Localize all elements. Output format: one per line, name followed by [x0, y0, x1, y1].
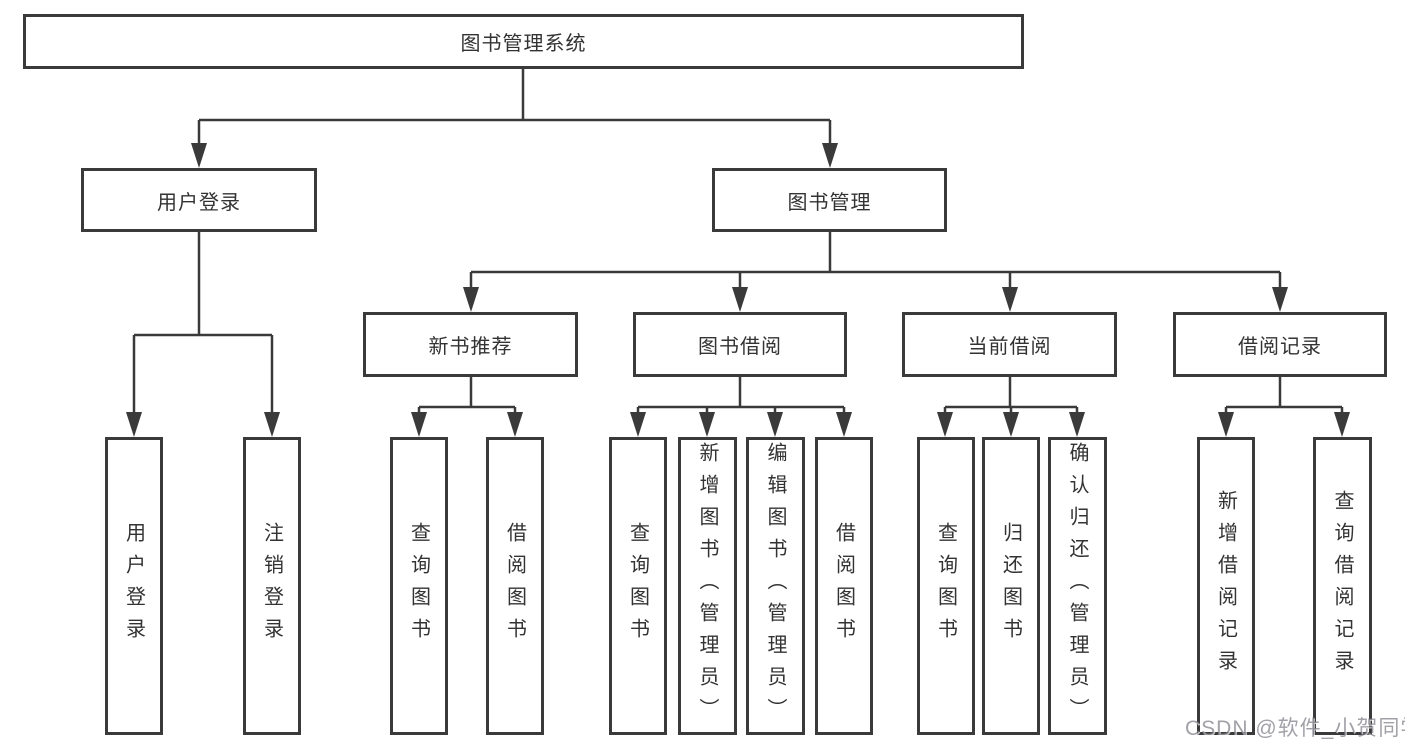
node-current-borrow: 当前借阅	[902, 312, 1117, 377]
node-leaf-add-borrow-record: 新增借阅记录	[1197, 437, 1255, 735]
node-leaf-add-books-admin: 新增图书（管理员）	[678, 437, 737, 735]
node-leaf-user-login: 用户登录	[105, 437, 163, 735]
node-library-management-system: 图书管理系统	[23, 14, 1024, 69]
node-leaf-query-books-recommend: 查询图书	[390, 437, 448, 735]
node-leaf-logout: 注销登录	[243, 437, 301, 735]
node-leaf-edit-books-admin: 编辑图书（管理员）	[746, 437, 805, 735]
node-leaf-return-books: 归还图书	[982, 437, 1040, 735]
node-user-login: 用户登录	[81, 168, 317, 232]
node-borrow-records: 借阅记录	[1173, 312, 1387, 377]
node-leaf-confirm-return-admin: 确认归还（管理员）	[1048, 437, 1107, 735]
node-book-management: 图书管理	[712, 168, 947, 232]
node-new-book-recommend: 新书推荐	[363, 312, 578, 377]
node-book-borrow: 图书借阅	[633, 312, 847, 377]
node-leaf-query-books-current: 查询图书	[917, 437, 975, 735]
node-leaf-query-borrow-record: 查询借阅记录	[1313, 437, 1372, 735]
csdn-watermark: CSDN @软件_小贺同学	[1185, 717, 1405, 740]
node-leaf-query-books-borrow: 查询图书	[609, 437, 667, 735]
node-leaf-borrow-books-recommend: 借阅图书	[486, 437, 544, 735]
node-leaf-borrow-books: 借阅图书	[815, 437, 873, 735]
